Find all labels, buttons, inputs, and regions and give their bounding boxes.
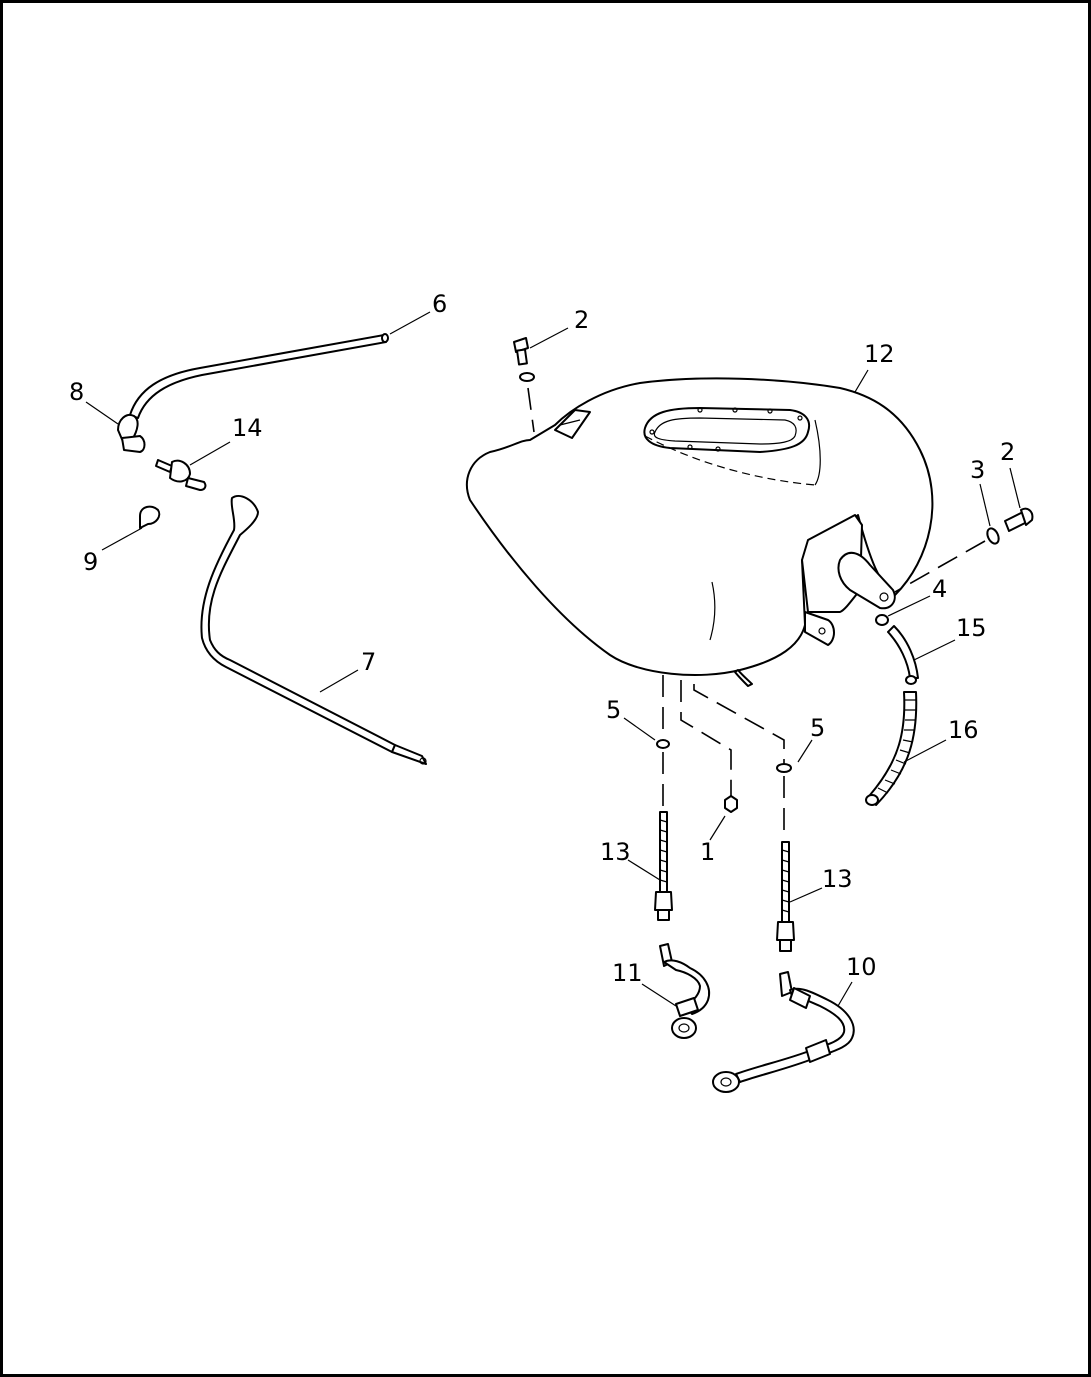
elbow-fitting <box>117 414 146 453</box>
fuel-line-right <box>776 841 795 952</box>
callout-1: 1 <box>700 838 715 866</box>
callout-7: 7 <box>361 648 376 676</box>
callout-6: 6 <box>432 290 447 318</box>
washer-top <box>519 372 535 382</box>
callouts: 6 2 12 8 14 3 2 9 4 15 7 5 5 16 13 1 13 … <box>69 290 1015 987</box>
fuel-line-long <box>712 971 855 1093</box>
callout-4: 4 <box>932 575 947 603</box>
vent-tube-upper <box>129 333 389 419</box>
seal-washer-right <box>776 763 792 773</box>
clamp <box>875 614 889 626</box>
callout-2-right: 2 <box>1000 438 1015 466</box>
callout-3: 3 <box>970 456 985 484</box>
callout-16: 16 <box>948 716 979 744</box>
corrugated-sleeve <box>865 691 918 806</box>
fuel-line-left <box>654 811 673 921</box>
nut <box>724 795 738 813</box>
callout-9: 9 <box>83 548 98 576</box>
callout-14: 14 <box>232 414 263 442</box>
fuel-line-short <box>659 943 710 1039</box>
callout-5: 5 <box>606 696 621 724</box>
hose-clip <box>139 505 161 529</box>
leader-lines <box>85 311 1021 1007</box>
callout-15: 15 <box>956 614 987 642</box>
vent-tube-lower <box>200 494 427 765</box>
callout-5-right: 5 <box>810 714 825 742</box>
screw-top <box>513 337 529 366</box>
callout-2: 2 <box>574 306 589 334</box>
callout-13-right: 13 <box>822 865 853 893</box>
seal-washer-left <box>656 739 670 749</box>
callout-10: 10 <box>846 953 877 981</box>
screw-right <box>1004 507 1034 532</box>
fuel-tank <box>465 377 934 687</box>
callout-11: 11 <box>612 959 643 987</box>
washer-right <box>986 527 1000 545</box>
callout-8: 8 <box>69 378 84 406</box>
hose <box>887 625 919 679</box>
callout-12: 12 <box>864 340 895 368</box>
vapor-valve <box>155 459 207 491</box>
callout-13: 13 <box>600 838 631 866</box>
